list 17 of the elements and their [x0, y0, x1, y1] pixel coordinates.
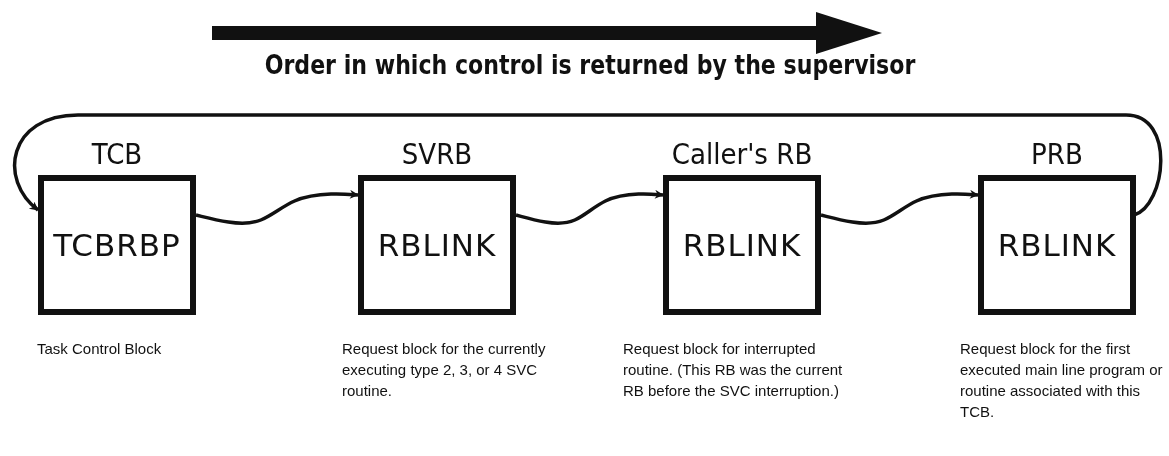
- field-name: RBLINK: [682, 227, 802, 263]
- block-description: Request block for the first executed main line program or routine associated with this TCB.: [960, 339, 1164, 422]
- block-description: Request block for the currently executing type 2, 3, or 4 SVC routine.: [342, 339, 547, 401]
- block-title: PRB: [1030, 137, 1084, 171]
- field-name: RBLINK: [377, 227, 497, 263]
- field-name: TCBRBP: [53, 227, 181, 263]
- block-title: Caller's RB: [670, 137, 814, 171]
- block-title: SVRB: [400, 137, 474, 171]
- block-description: Request block for interrupted routine. (This RB was the current RB before the SVC interruption.): [623, 339, 844, 401]
- field-name: RBLINK: [997, 227, 1117, 263]
- arrow: [195, 189, 359, 225]
- arrow: [515, 189, 664, 225]
- block-title: TCB: [90, 137, 144, 171]
- arrow: [820, 189, 979, 225]
- block-description: Task Control Block: [37, 339, 163, 359]
- caption-text: Order in which control is returned by the supervisor: [264, 50, 916, 80]
- arrow: [13, 113, 1163, 217]
